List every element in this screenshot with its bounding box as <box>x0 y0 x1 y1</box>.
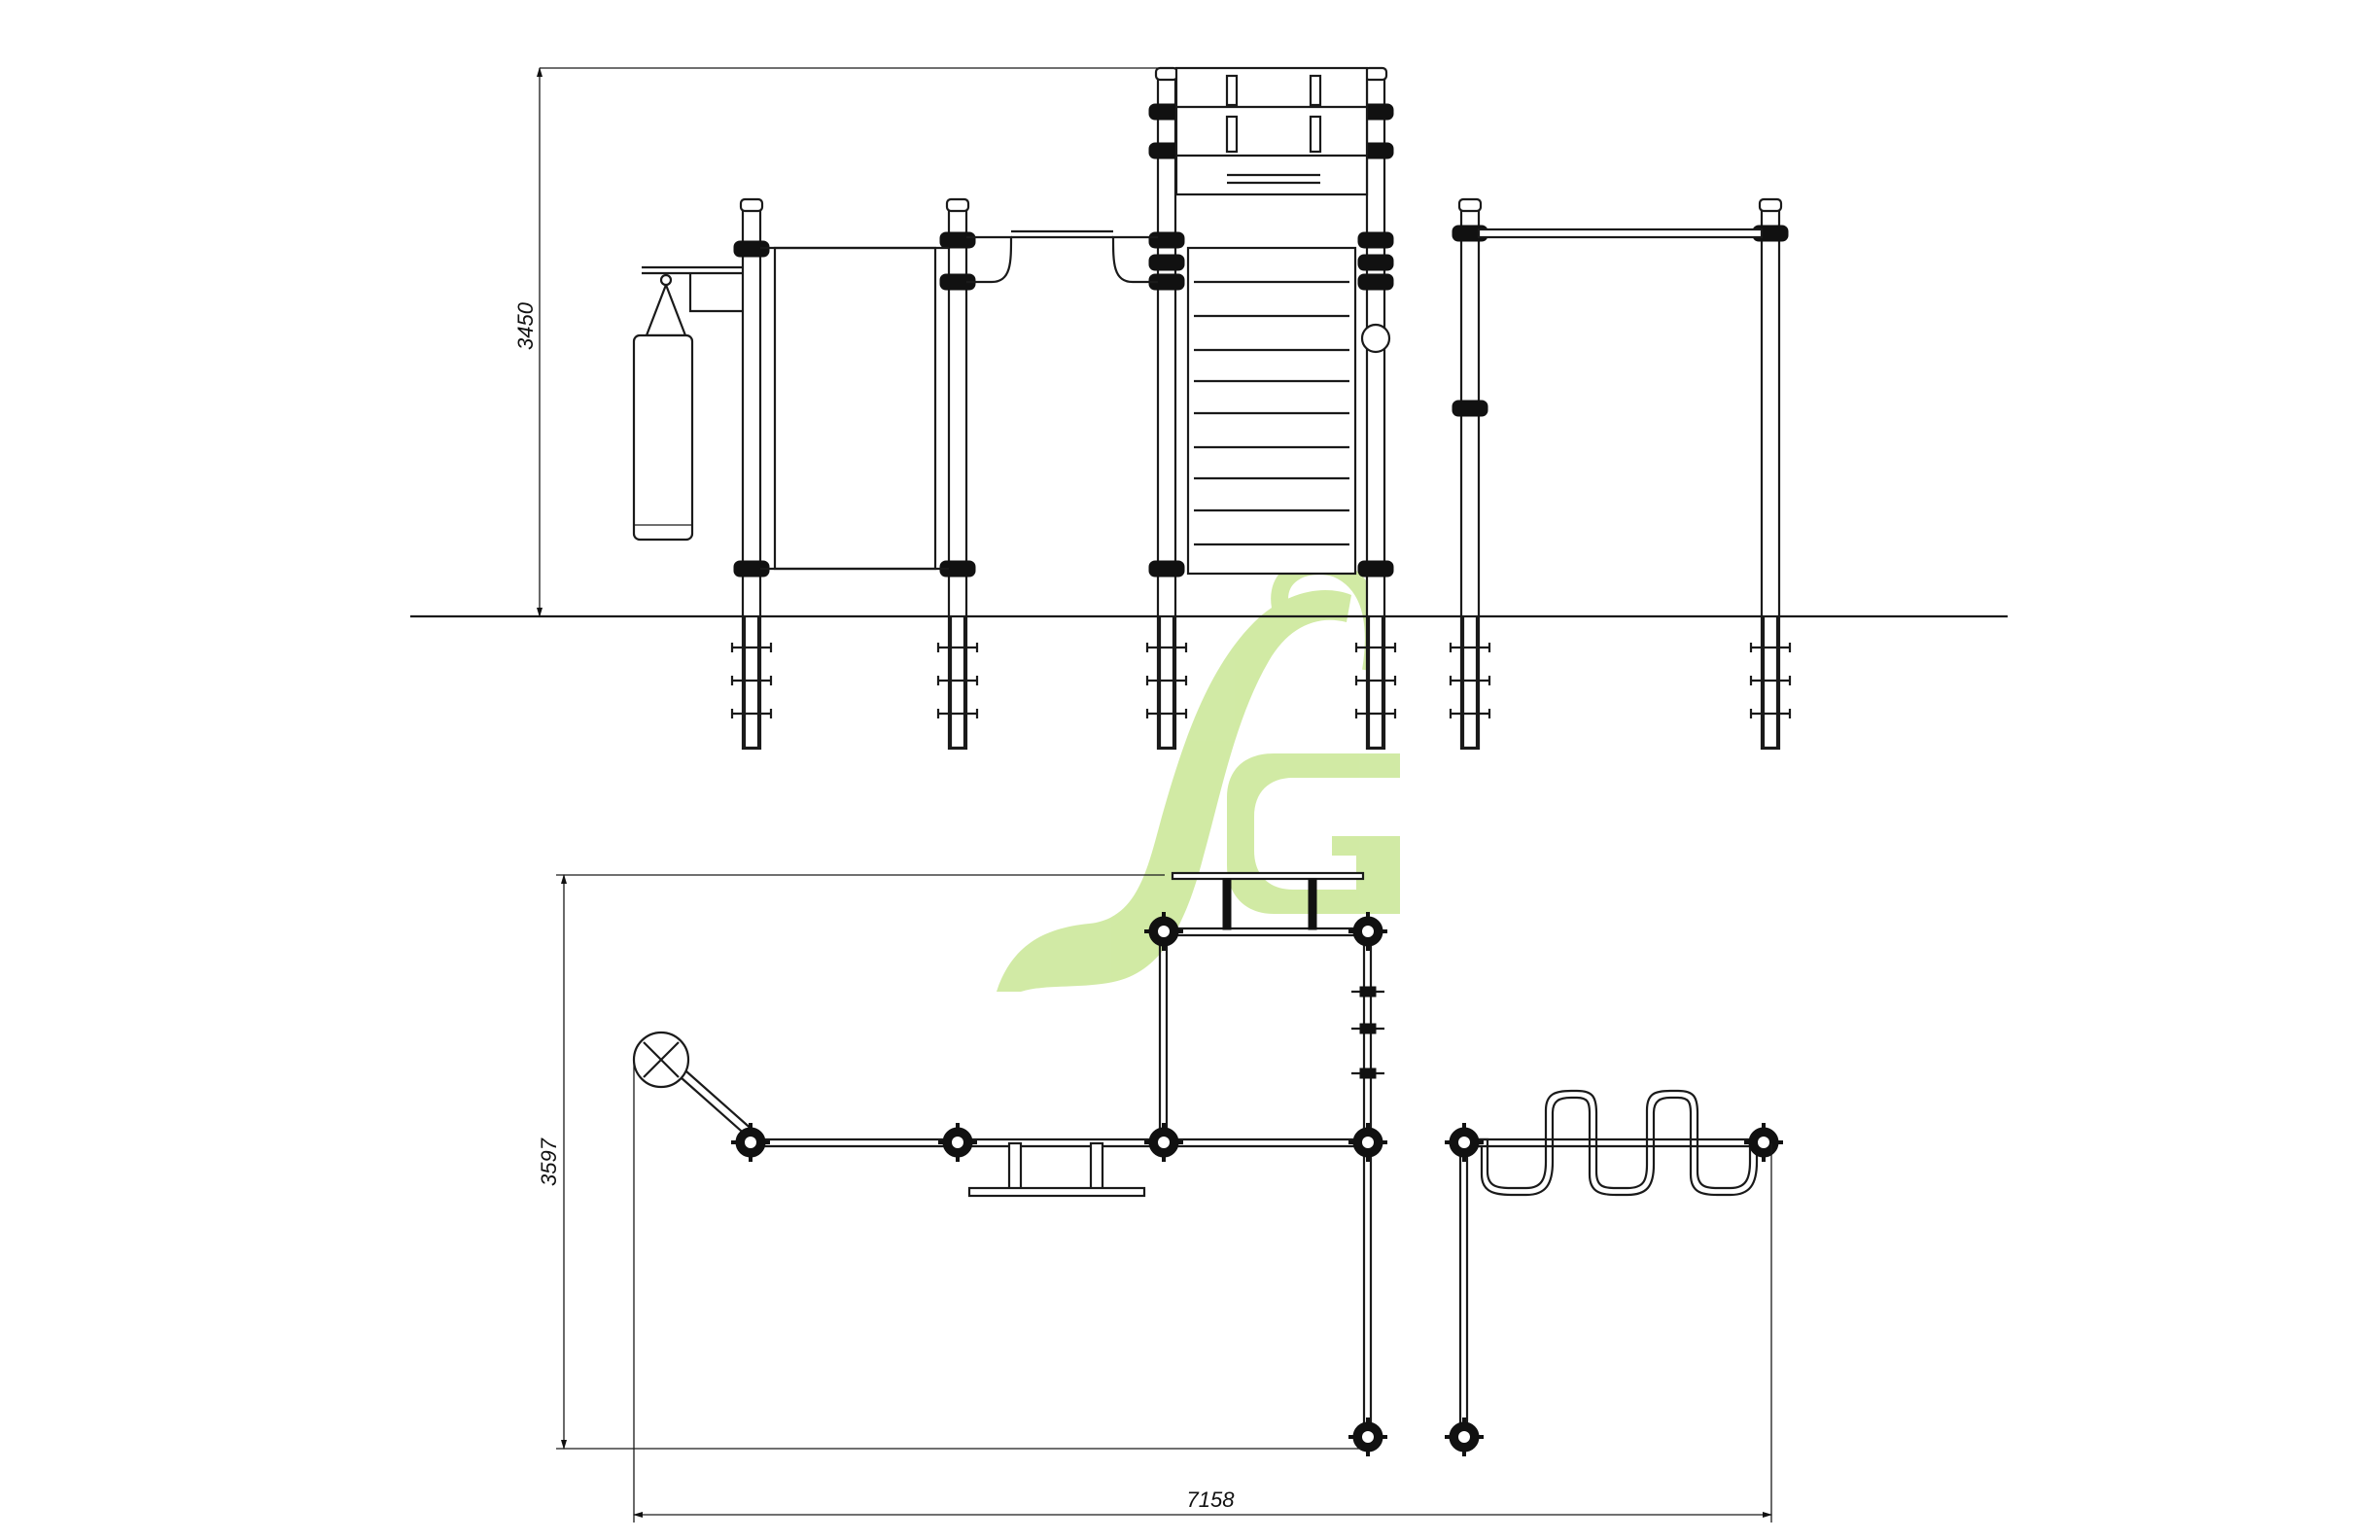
pipe-clamp <box>1357 273 1394 291</box>
post-node-center <box>1158 926 1170 937</box>
post-nodes-plan <box>731 912 1783 1456</box>
post-node-center <box>1362 926 1374 937</box>
pull-up-bar <box>1477 228 1764 239</box>
post-ring <box>1360 323 1391 354</box>
post-node-center <box>952 1137 963 1148</box>
pipe-clamp <box>1357 254 1394 271</box>
post-node-center <box>1458 1431 1470 1443</box>
dip-station-plan <box>967 1141 1146 1198</box>
top-plan-view: 3597 7158 <box>537 871 1783 1522</box>
width-label: 7158 <box>1187 1488 1236 1512</box>
pipe-clamp <box>1452 400 1488 417</box>
top-frame <box>1174 66 1369 196</box>
peg-clamp <box>1359 1068 1377 1079</box>
anchor-post <box>1158 614 1175 750</box>
anchor-post <box>949 614 966 750</box>
pipe-clamp <box>1148 560 1185 578</box>
monkey-bars-plan <box>1470 1089 1762 1197</box>
depth-label: 3597 <box>537 1138 561 1186</box>
post-node-center <box>1758 1137 1769 1148</box>
dip-bars <box>966 229 1158 284</box>
post-node-center <box>1362 1137 1374 1148</box>
pipe-clamp <box>1357 231 1394 249</box>
peg-clamp <box>1359 986 1377 998</box>
height-dimension: 3450 <box>513 67 1158 617</box>
post-node-center <box>745 1137 756 1148</box>
pipe-pegs-plan <box>1351 986 1384 1079</box>
wall-panel <box>760 246 949 571</box>
post-node-center <box>1458 1137 1470 1148</box>
pipe-clamp <box>939 231 976 249</box>
post-node-center <box>1158 1137 1170 1148</box>
post-node-center <box>1362 1431 1374 1443</box>
bag-arm-plan <box>632 1031 755 1138</box>
pipe-clamp <box>1148 254 1185 271</box>
wall-bars-ladder <box>1186 246 1357 576</box>
anchor-post <box>743 614 760 750</box>
anchor-post <box>1762 614 1779 750</box>
top-frame-plan <box>1171 871 1365 930</box>
anchor-post <box>1367 614 1384 750</box>
depth-dimension: 3597 <box>537 874 1361 1450</box>
peg-clamp <box>1359 1023 1377 1034</box>
plan-frame-pipes <box>749 927 1762 1437</box>
height-label: 3450 <box>513 301 538 350</box>
front-elevation-view: 3450 <box>410 66 2008 751</box>
pipe-clamp <box>1357 560 1394 578</box>
width-dimension: 7158 <box>633 1060 1772 1522</box>
ground-anchors <box>730 614 1792 750</box>
anchor-post <box>1461 614 1479 750</box>
punching-bag <box>632 265 743 542</box>
pipe-clamp <box>1148 231 1185 249</box>
